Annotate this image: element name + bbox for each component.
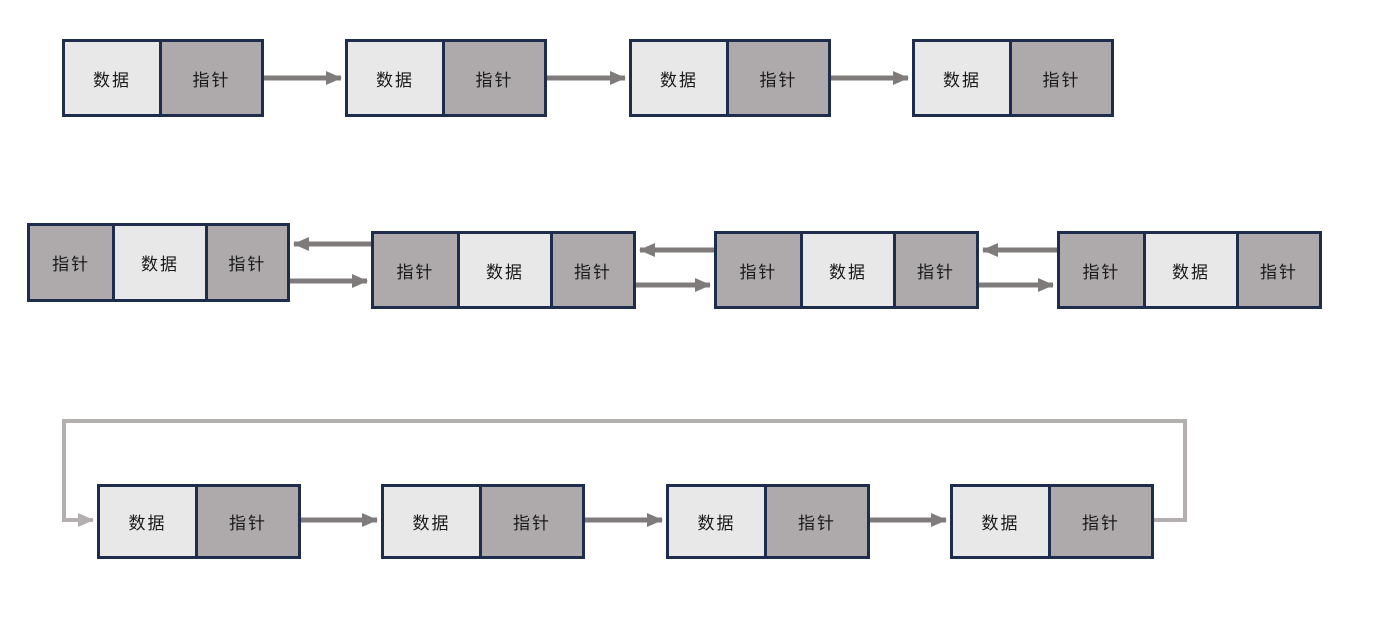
data-cell: 数据 [65, 42, 160, 114]
doubly-node-1: 指针 数据 指针 [27, 223, 290, 302]
singly-node-3: 数据 指针 [629, 39, 831, 117]
pointer-cell: 指针 [442, 42, 544, 114]
singly-node-2: 数据 指针 [345, 39, 547, 117]
pointer-cell: 指针 [726, 42, 828, 114]
singly-node-1: 数据 指针 [62, 39, 264, 117]
data-cell: 数据 [632, 42, 727, 114]
pointer-cell: 指针 [479, 487, 582, 556]
circular-node-3: 数据 指针 [666, 484, 870, 559]
doubly-node-3: 指针 数据 指针 [714, 231, 979, 309]
data-cell: 数据 [384, 487, 480, 556]
prev-pointer-cell: 指针 [717, 234, 800, 306]
data-cell: 数据 [1142, 234, 1237, 306]
data-cell: 数据 [915, 42, 1010, 114]
pointer-cell: 指针 [1048, 487, 1151, 556]
prev-pointer-cell: 指针 [374, 234, 457, 306]
singly-node-4: 数据 指针 [912, 39, 1114, 117]
data-cell: 数据 [669, 487, 765, 556]
pointer-cell: 指针 [159, 42, 261, 114]
data-cell: 数据 [100, 487, 196, 556]
prev-pointer-cell: 指针 [30, 226, 113, 299]
doubly-node-2: 指针 数据 指针 [371, 231, 636, 309]
pointer-cell: 指针 [195, 487, 298, 556]
next-pointer-cell: 指针 [204, 226, 287, 299]
prev-pointer-cell: 指针 [1060, 234, 1143, 306]
circular-loop-arrow-4-1 [62, 419, 1187, 527]
pointer-cell: 指针 [764, 487, 867, 556]
data-cell: 数据 [456, 234, 551, 306]
next-pointer-cell: 指针 [893, 234, 976, 306]
doubly-node-4: 指针 数据 指针 [1057, 231, 1322, 309]
data-cell: 数据 [953, 487, 1049, 556]
pointer-cell: 指针 [1009, 42, 1111, 114]
data-cell: 数据 [348, 42, 443, 114]
circular-node-2: 数据 指针 [381, 484, 585, 559]
next-pointer-cell: 指针 [550, 234, 633, 306]
data-cell: 数据 [112, 226, 205, 299]
circular-node-4: 数据 指针 [950, 484, 1154, 559]
circular-node-1: 数据 指针 [97, 484, 301, 559]
next-pointer-cell: 指针 [1236, 234, 1319, 306]
data-cell: 数据 [799, 234, 894, 306]
